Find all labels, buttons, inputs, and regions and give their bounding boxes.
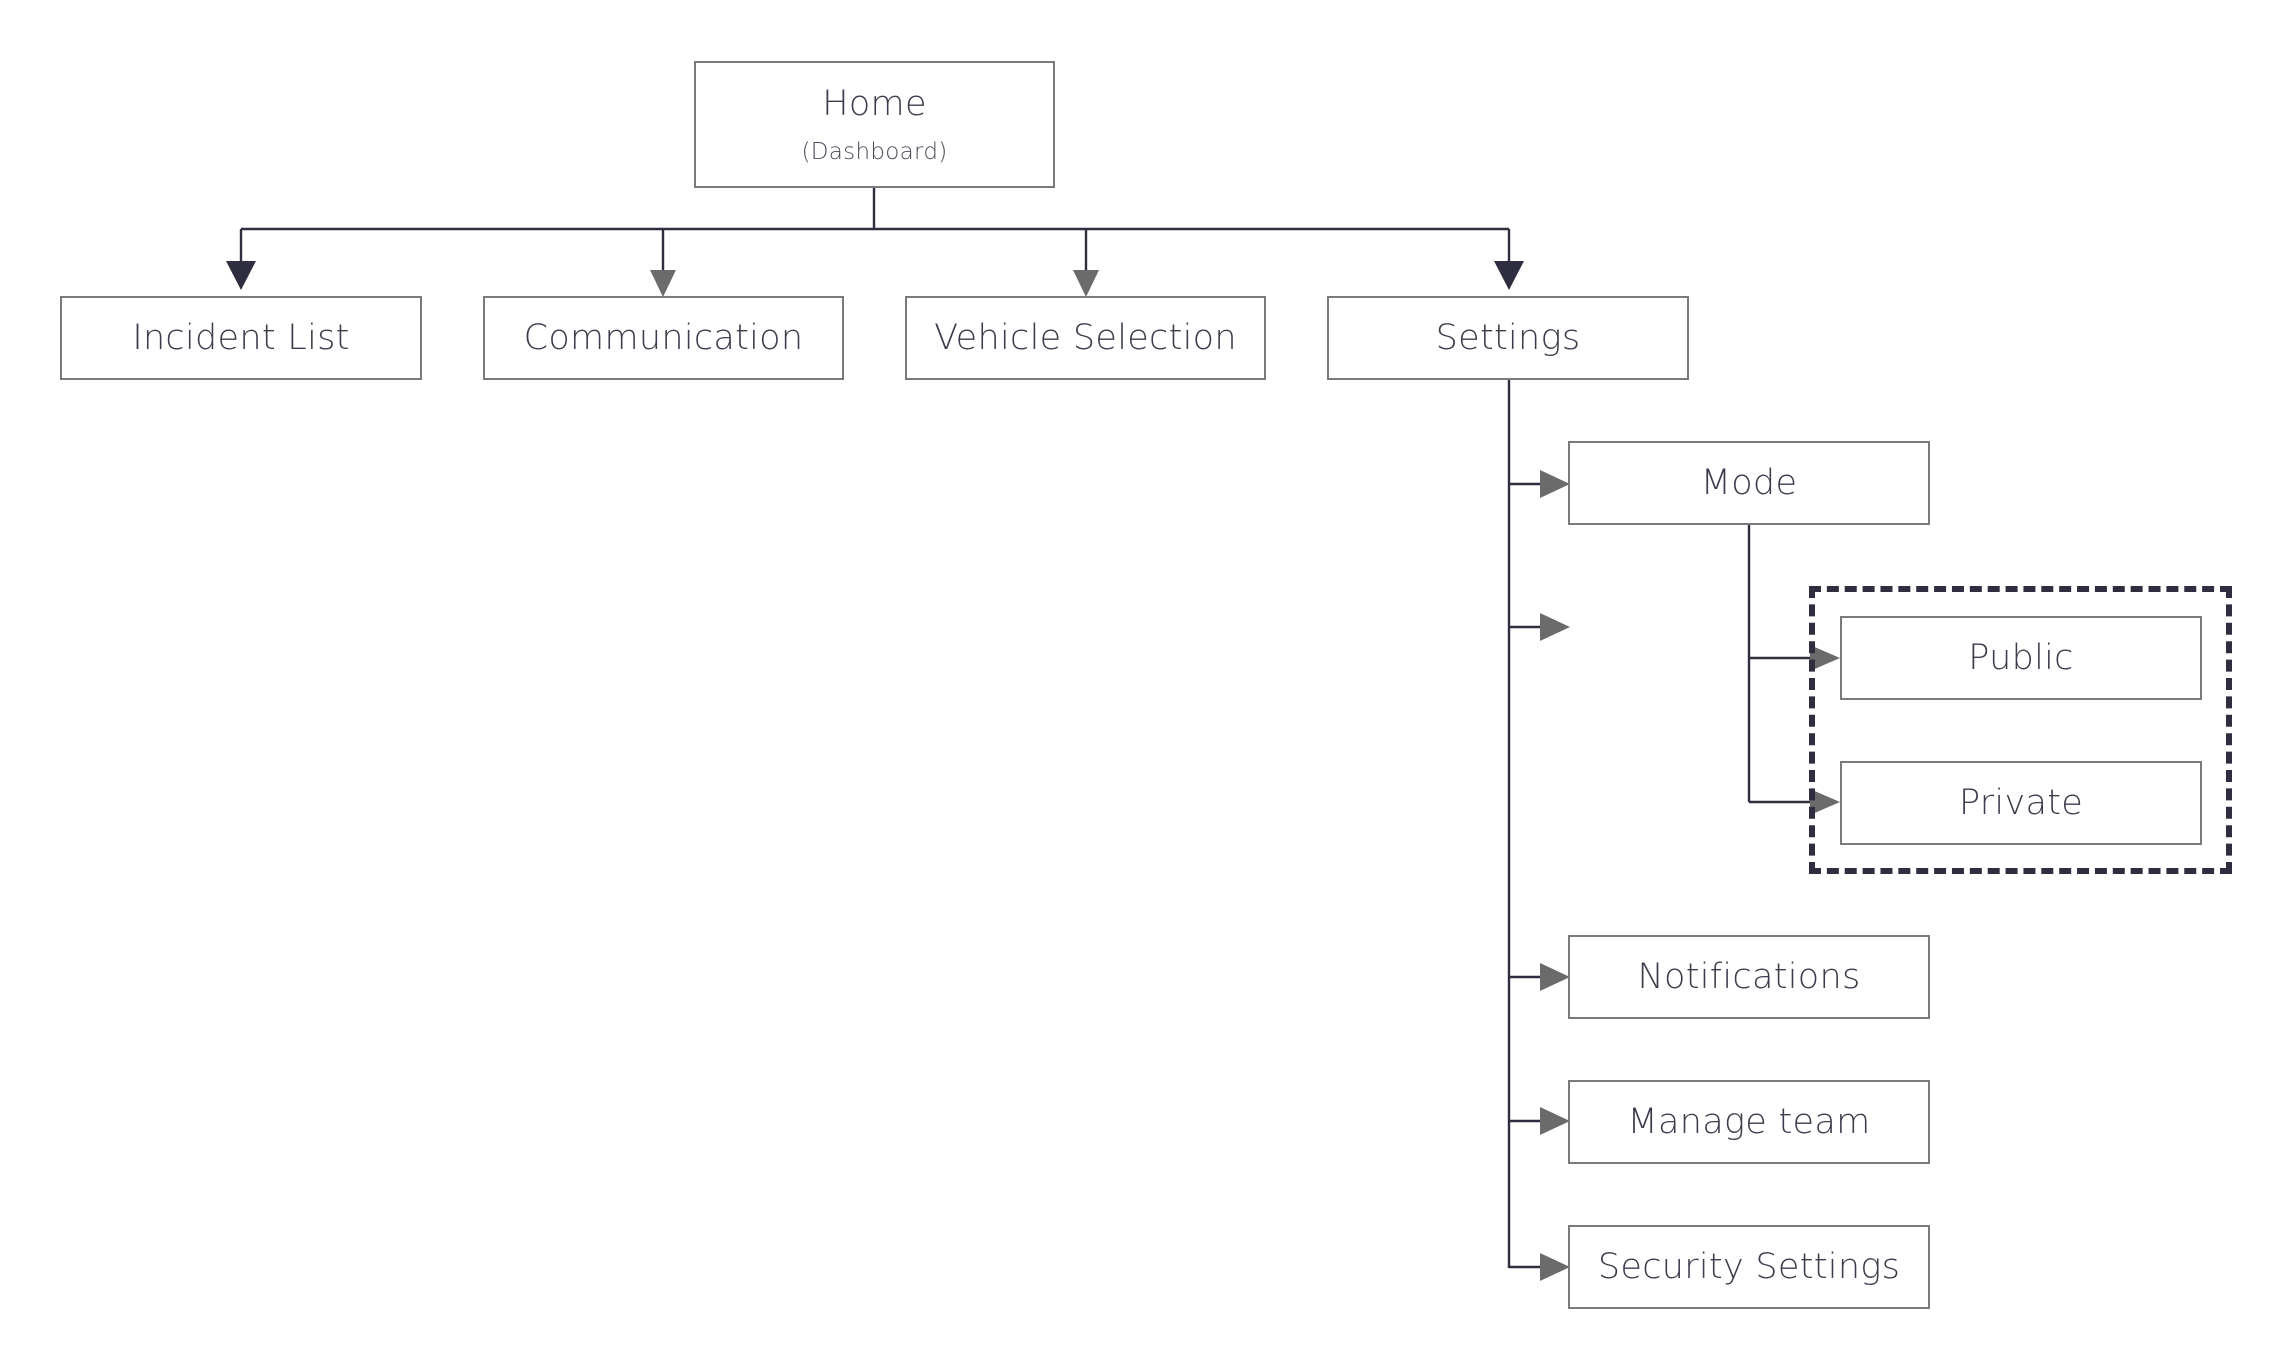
node-home: Home (Dashboard) <box>694 61 1055 188</box>
arrowhead-public <box>1810 645 1840 671</box>
node-home-label: Home <box>822 83 927 124</box>
node-public: Public <box>1840 616 2202 700</box>
node-security-settings-label: Security Settings <box>1597 1247 1901 1287</box>
arrowhead-notifications <box>1540 963 1570 991</box>
node-public-label: Public <box>1968 638 2074 678</box>
node-incident-list-label: Incident List <box>132 318 350 358</box>
node-settings-label: Settings <box>1435 318 1581 358</box>
node-security-settings: Security Settings <box>1568 1225 1930 1309</box>
node-private-label: Private <box>1958 783 2084 823</box>
arrowhead-security-settings <box>1540 1253 1570 1281</box>
node-mode-label: Mode <box>1700 463 1798 503</box>
node-manage-team-label: Manage team <box>1627 1102 1871 1142</box>
arrowhead-vehicle-selection <box>1073 270 1099 297</box>
arrowhead-private <box>1810 789 1840 815</box>
node-incident-list: Incident List <box>60 296 422 380</box>
node-notifications: Notifications <box>1568 935 1930 1019</box>
arrowhead-manage-team <box>1540 1107 1570 1135</box>
node-vehicle-selection-label: Vehicle Selection <box>934 318 1237 358</box>
node-settings: Settings <box>1327 296 1689 380</box>
node-communication-label: Communication <box>523 318 804 358</box>
node-vehicle-selection: Vehicle Selection <box>905 296 1266 380</box>
node-communication: Communication <box>483 296 844 380</box>
node-mode: Mode <box>1568 441 1930 525</box>
node-manage-team: Manage team <box>1568 1080 1930 1164</box>
arrowhead-mode <box>1540 470 1570 498</box>
node-private: Private <box>1840 761 2202 845</box>
arrowhead-settings <box>1494 261 1524 290</box>
arrowhead-empty-branch <box>1540 613 1570 641</box>
mode-options-group <box>1809 586 2232 874</box>
node-home-sublabel: (Dashboard) <box>801 138 948 165</box>
node-notifications-label: Notifications <box>1637 957 1861 997</box>
arrowhead-incident-list <box>226 261 256 290</box>
arrowhead-communication <box>650 270 676 297</box>
